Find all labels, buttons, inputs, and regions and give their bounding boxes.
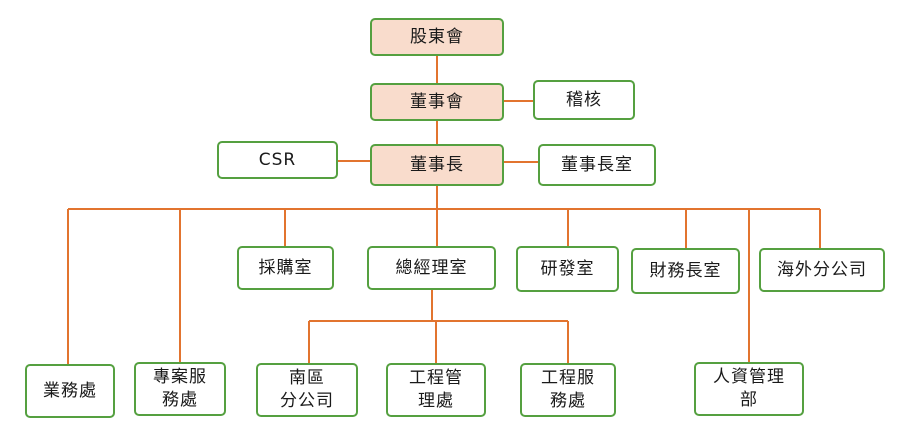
node-gm-office: 總經理室	[367, 246, 496, 290]
node-chairman: 董事長	[370, 144, 504, 186]
node-board-label: 董事會	[410, 91, 464, 112]
node-board: 董事會	[370, 83, 504, 121]
node-south-branch-label: 南區 分公司	[280, 368, 334, 411]
node-shareholders: 股東會	[370, 18, 504, 56]
node-sales-label: 業務處	[43, 380, 97, 401]
node-csr: CSR	[217, 141, 338, 179]
node-finance-office-label: 財務長室	[649, 260, 722, 281]
node-hr: 人資管理 部	[694, 362, 804, 416]
node-engineering-service: 工程服 務處	[520, 363, 616, 417]
node-rnd: 研發室	[516, 246, 619, 292]
node-audit: 稽核	[533, 80, 635, 120]
node-chairman-office: 董事長室	[538, 144, 656, 186]
node-project-service: 專案服 務處	[134, 362, 226, 416]
node-project-service-label: 專案服 務處	[153, 367, 207, 410]
node-gm-office-label: 總經理室	[395, 257, 468, 278]
node-chairman-label: 董事長	[410, 154, 464, 175]
node-chairman-office-label: 董事長室	[561, 154, 633, 175]
node-overseas: 海外分公司	[759, 248, 885, 292]
node-audit-label: 稽核	[566, 89, 602, 110]
node-engineering-mgmt-label: 工程管 理處	[409, 368, 463, 411]
node-sales: 業務處	[25, 364, 115, 418]
node-finance-office: 財務長室	[631, 248, 740, 294]
node-purchasing-label: 採購室	[258, 257, 313, 278]
node-rnd-label: 研發室	[540, 258, 595, 279]
node-hr-label: 人資管理 部	[713, 367, 785, 410]
node-overseas-label: 海外分公司	[777, 259, 867, 280]
node-purchasing: 採購室	[237, 246, 334, 290]
node-south-branch: 南區 分公司	[256, 363, 358, 417]
node-engineering-service-label: 工程服 務處	[541, 368, 595, 411]
node-shareholders-label: 股東會	[410, 26, 464, 47]
node-csr-label: CSR	[258, 149, 297, 170]
node-engineering-mgmt: 工程管 理處	[386, 363, 486, 417]
